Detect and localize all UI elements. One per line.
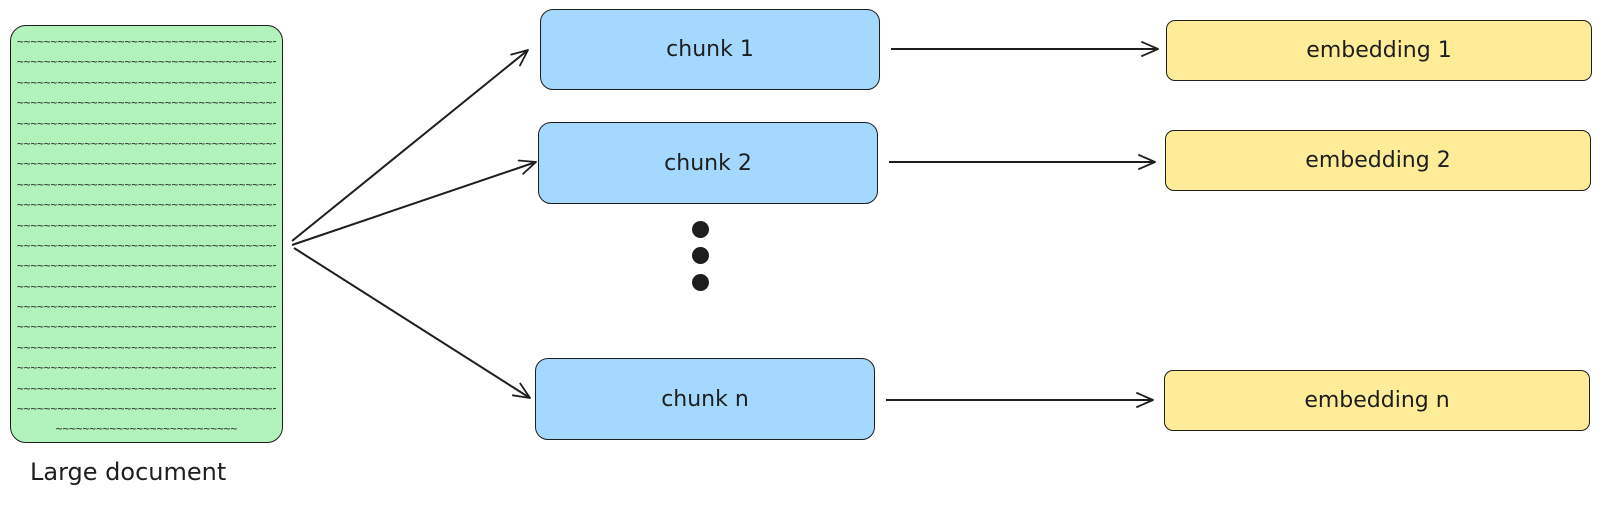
ellipsis-dot [692,247,709,264]
document-text-line: ~~~~~~~~~~~~~~~~~~~~~~~~~~~~~~~~~~~~~~~~… [17,75,276,89]
document-text-line: ~~~~~~~~~~~~~~~~~~~~~~~~~~~~~~~~~~~~~~~~… [17,238,276,252]
arrow-doc-to-chunk-1 [291,49,529,242]
embedding-1-label: embedding 1 [1306,38,1452,63]
document-text-line: ~~~~~~~~~~~~~~~~~~~~~~~~~~~~~~~~~~~~~~~~… [17,361,276,375]
document-text-line: ~~~~~~~~~~~~~~~~~~~~~~~~~~~~~~~~~~~~~~~~… [17,177,276,191]
document-text-line: ~~~~~~~~~~~~~~~~~~~~~~~~~~~~~~~~~~~~~~~~… [17,136,276,150]
document-label: Large document [30,458,227,486]
document-text-line: ~~~~~~~~~~~~~~~~~~~~~~~~~~~~~~~~~~~~~~~~… [17,300,276,314]
chunk-2-box: chunk 2 [538,122,878,204]
embedding-1-box: embedding 1 [1166,20,1592,81]
ellipsis-dot [692,274,709,291]
embedding-n-label: embedding n [1304,388,1450,413]
chunk-2-label: chunk 2 [664,150,752,176]
embedding-n-box: embedding n [1164,370,1590,431]
arrow-doc-to-chunk-n [293,247,531,399]
document-text-line: ~~~~~~~~~~~~~~~~~~~~~~~~~~~~~~~~~~~~~~~~… [17,96,276,110]
embedding-2-box: embedding 2 [1165,130,1591,191]
document-text-line: ~~~~~~~~~~~~~~~~~~~~~~~~~~~~~~~~~~~~~~~~… [17,35,276,48]
ellipsis-dot [692,221,709,238]
document-text-line: ~~~~~~~~~~~~~~~~~~~~~~~~~~~~~~~~~~~~~~~~… [17,279,276,293]
chunk-1-label: chunk 1 [666,37,754,62]
document-text-line: ~~~~~~~~~~~~~~~~~~~~~~~~~~~~~~~~~~~~~~~~… [17,116,276,130]
document-text-line: ~~~~~~~~~~~~~~~~~~~~~~~~~~~~~~~~~~~~~~~~… [17,198,276,212]
large-document-box: ~~~~~~~~~~~~~~~~~~~~~~~~~~~~~~~~~~~~~~~~… [10,25,283,443]
document-text-line: ~~~~~~~~~~~~~~~~~~~~~~~~~~~~~~~~~~~~~~~~… [17,157,276,171]
arrow-doc-to-chunk-2 [291,159,537,246]
document-text-line: ~~~~~~~~~~~~~~~~~~~~~~~~~~~~~~~~~~~~~~~~… [17,340,276,354]
document-text-line: ~~~~~~~~~~~~~~~~~~~~~~~~~~~~~~~~~~~~~~~~… [17,320,276,334]
chunk-n-label: chunk n [661,386,749,412]
document-text-line: ~~~~~~~~~~~~~~~~~~~~~~~~~~~~~~~~~~~~~~~~… [17,402,276,416]
document-text-line: ~~~~~~~~~~~~~~~~~~~~~~~~~~~~~~~~~~~~~~~~… [17,259,276,273]
document-last-line: ~~~~~~~~~~~~~~~~~~~~~~~~~~~ [55,422,238,436]
chunk-1-box: chunk 1 [540,9,880,90]
document-text-line: ~~~~~~~~~~~~~~~~~~~~~~~~~~~~~~~~~~~~~~~~… [17,55,276,69]
embedding-2-label: embedding 2 [1305,148,1451,173]
document-text-line: ~~~~~~~~~~~~~~~~~~~~~~~~~~~~~~~~~~~~~~~~… [17,381,276,395]
document-text-line: ~~~~~~~~~~~~~~~~~~~~~~~~~~~~~~~~~~~~~~~~… [17,218,276,232]
chunk-n-box: chunk n [535,358,875,440]
